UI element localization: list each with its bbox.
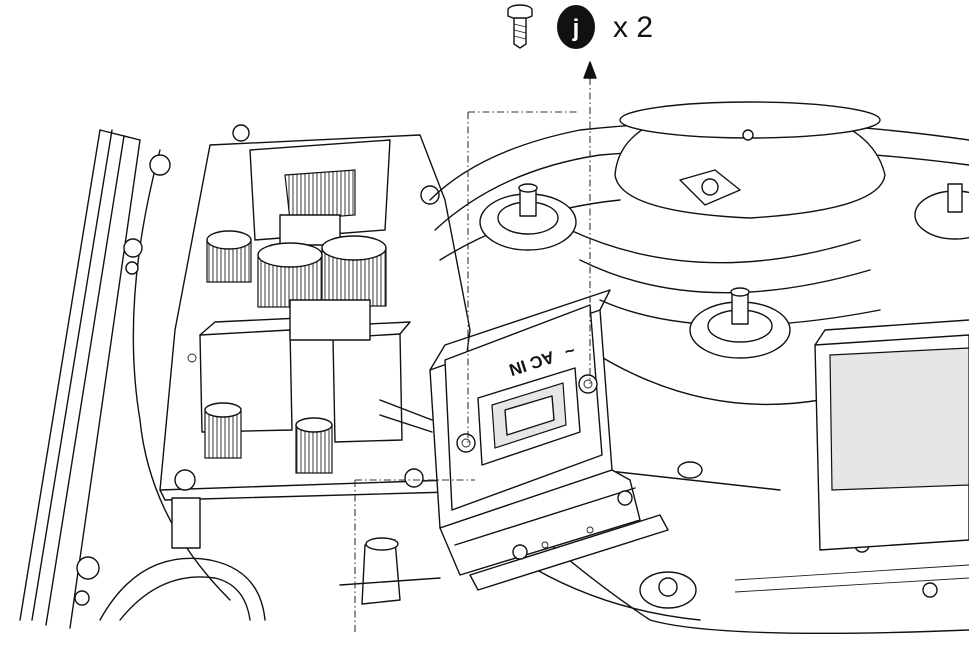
ac-inlet-bracket: AC IN ~ xyxy=(379,289,669,591)
capacitor xyxy=(206,230,252,283)
capacitor xyxy=(321,235,387,307)
shock-mount xyxy=(689,287,791,359)
arrow-up-icon xyxy=(583,61,597,79)
lower-left-fan xyxy=(99,497,441,621)
dashed-leader-lines xyxy=(354,61,597,635)
capacitor xyxy=(204,402,242,459)
mounting-screw-hole xyxy=(578,374,598,394)
control-module xyxy=(734,319,969,593)
capacitor xyxy=(257,242,323,308)
part-j-badge-icon: j xyxy=(557,5,595,49)
screw-callout: j x 2 xyxy=(507,4,653,49)
quantity-label: x 2 xyxy=(613,11,653,44)
capacitor xyxy=(295,417,333,474)
fan-assembly xyxy=(429,101,969,635)
mounting-screw-hole xyxy=(456,433,476,453)
shock-mount xyxy=(914,183,969,240)
badge-letter: j xyxy=(572,15,580,42)
shock-mount xyxy=(479,183,577,251)
screw-icon xyxy=(507,4,533,49)
chassis-left-frame xyxy=(19,129,231,629)
power-supply-board xyxy=(159,124,471,501)
